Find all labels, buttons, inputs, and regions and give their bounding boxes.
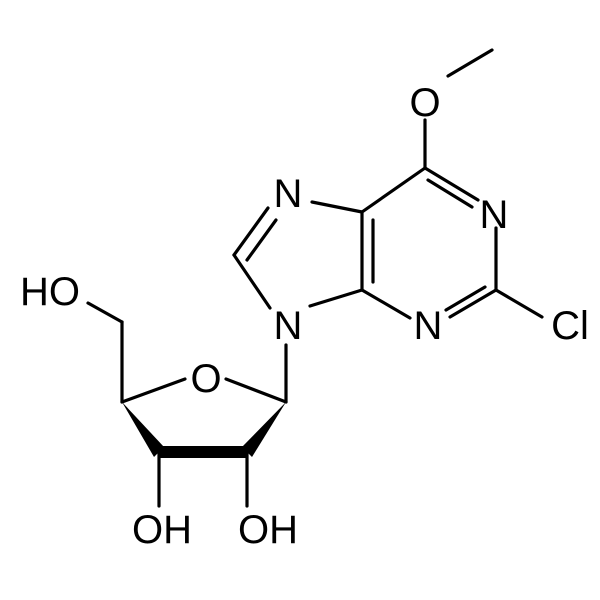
bond-n9-c4 [308,288,364,308]
bond-c5p-oh [86,301,124,324]
bond-n3-c4 [360,288,412,320]
atom-oh-2prime: OH [238,508,298,552]
bond-methyl [446,48,494,78]
bond-c3p-c2p-bold [159,446,247,458]
bond-c5-n7 [310,200,364,214]
atom-methoxy-o: O [409,81,440,125]
atom-oh-3prime: OH [132,508,192,552]
bond-ring-o-c4p [120,377,187,404]
bond-c1p-ring-o [224,377,288,404]
atom-n9: N [274,304,303,348]
bond-c8-n9 [232,253,272,310]
bond-n7-c8 [232,206,270,257]
bond-c2-n3 [448,288,498,319]
bond-c6-n1-inner [426,178,474,209]
atom-oh-5prime: HO [20,270,80,314]
atom-n3: N [414,304,443,348]
bond-c2-cl [494,288,544,319]
bond-c6-n1 [423,166,480,202]
atom-n1: N [480,193,509,237]
atom-cl: Cl [551,304,589,348]
bond-c2-n3-inner [444,285,487,312]
bond-n7-c8-inner [245,218,278,262]
bond-c1p-c2p-wedge [242,402,286,457]
atom-ring-o: O [190,357,221,401]
atom-n7: N [274,172,303,216]
bond-c4p-c3p-wedge [122,402,164,457]
bond-c5-c6 [360,166,427,214]
